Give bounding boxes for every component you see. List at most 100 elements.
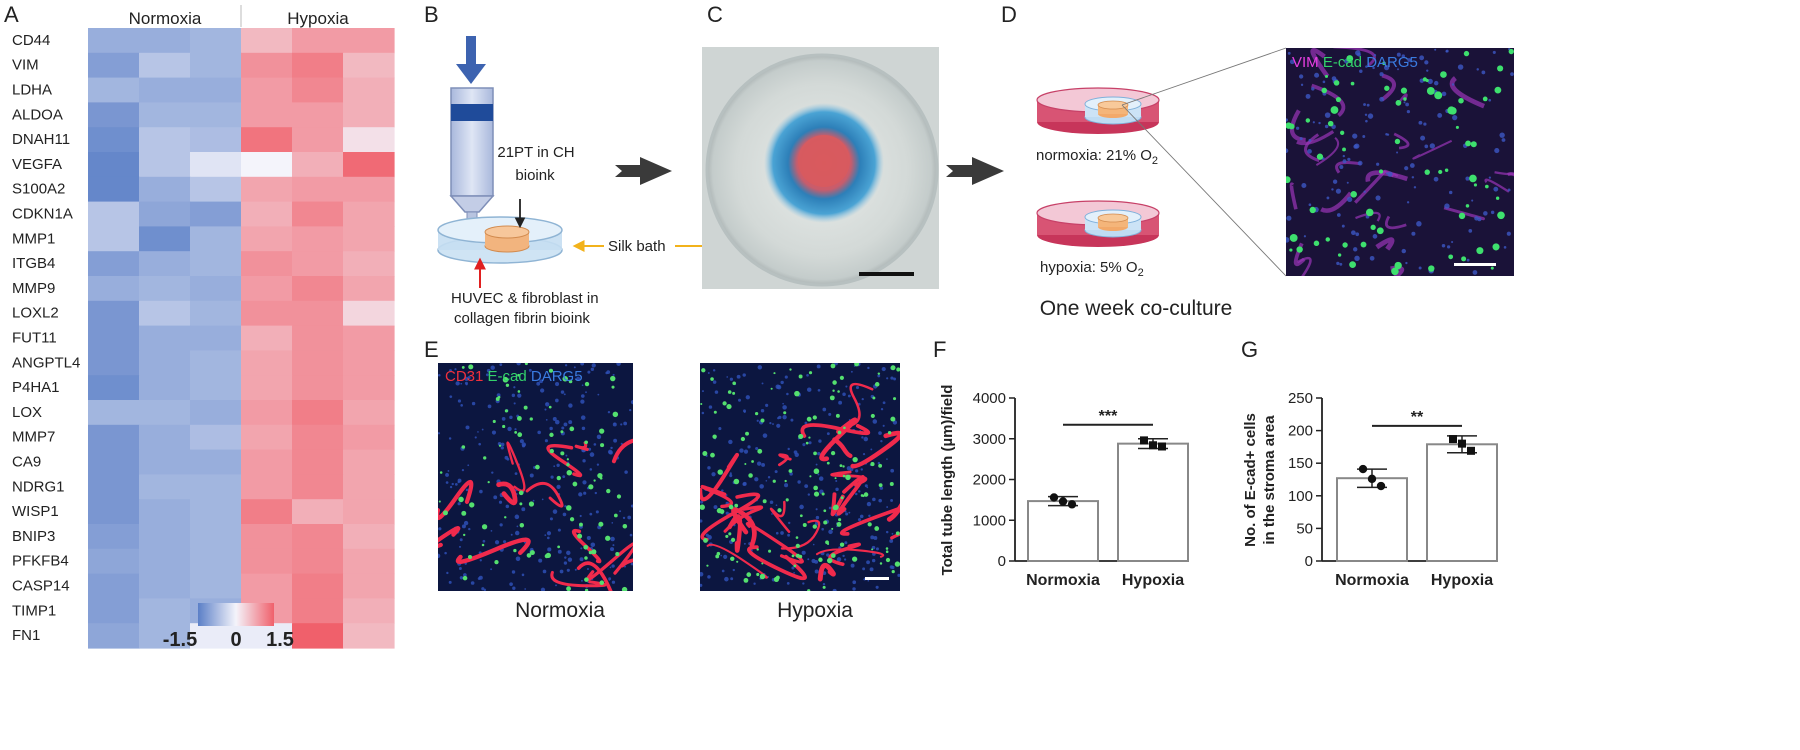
texture xyxy=(879,486,884,490)
texture xyxy=(857,518,862,522)
texture xyxy=(780,531,784,535)
texture xyxy=(1394,138,1401,145)
texture xyxy=(549,432,554,438)
texture xyxy=(501,417,506,421)
label-huvec: HUVEC & fibroblast in xyxy=(451,290,599,307)
texture xyxy=(1289,59,1295,65)
hypoxia-dish xyxy=(1036,200,1160,247)
significance-label: ** xyxy=(1411,409,1424,426)
heatmap-cell xyxy=(88,276,140,302)
heatmap-cell xyxy=(190,449,242,475)
gene-label: FN1 xyxy=(12,627,40,644)
texture xyxy=(566,462,570,467)
heatmap xyxy=(88,28,395,649)
texture xyxy=(566,586,571,591)
heatmap-cell xyxy=(343,226,395,252)
texture xyxy=(1365,170,1408,183)
texture xyxy=(1494,148,1500,154)
texture xyxy=(459,538,463,542)
texture xyxy=(552,417,557,421)
texture xyxy=(1506,231,1511,236)
texture xyxy=(493,495,498,500)
texture xyxy=(720,554,723,557)
heatmap-cell xyxy=(343,424,395,451)
texture xyxy=(1494,171,1514,176)
texture xyxy=(502,424,506,429)
texture xyxy=(701,390,704,393)
texture xyxy=(1339,164,1344,170)
texture xyxy=(886,506,889,508)
texture xyxy=(747,545,807,581)
texture xyxy=(517,390,521,393)
heatmap-cell xyxy=(241,474,293,500)
texture xyxy=(1305,93,1311,99)
texture xyxy=(738,398,742,402)
heatmap-cell xyxy=(139,300,191,327)
texture xyxy=(808,436,811,439)
texture xyxy=(887,431,892,435)
texture xyxy=(555,584,557,587)
texture xyxy=(1379,72,1384,77)
heatmap-cell xyxy=(190,226,242,252)
texture xyxy=(460,382,463,385)
texture xyxy=(787,447,790,451)
texture xyxy=(1501,138,1506,142)
texture xyxy=(438,526,461,549)
texture xyxy=(1406,109,1411,114)
texture xyxy=(789,472,793,476)
texture xyxy=(761,562,764,565)
texture xyxy=(611,438,633,464)
texture xyxy=(782,402,784,405)
heatmap-cell xyxy=(343,375,395,401)
panel-label-b: B xyxy=(424,2,439,27)
heatmap-cell xyxy=(190,573,242,599)
texture xyxy=(1476,247,1484,255)
heatmap-cell xyxy=(190,300,242,327)
heatmap-cell xyxy=(343,623,395,649)
heatmap-cell xyxy=(190,77,242,103)
texture xyxy=(765,479,768,482)
texture xyxy=(1355,211,1381,222)
texture xyxy=(1409,163,1415,168)
texture xyxy=(832,380,837,385)
texture xyxy=(611,564,615,568)
texture xyxy=(1423,122,1427,126)
bar xyxy=(1336,477,1408,563)
heatmap-cell xyxy=(343,77,395,103)
texture xyxy=(757,365,763,370)
texture xyxy=(1440,71,1447,78)
texture xyxy=(852,556,858,562)
heatmap-cell xyxy=(343,176,395,203)
texture xyxy=(438,553,441,559)
texture xyxy=(562,512,567,517)
texture xyxy=(605,535,611,541)
texture xyxy=(1490,266,1494,270)
texture xyxy=(840,496,844,500)
texture xyxy=(847,394,851,398)
texture xyxy=(828,529,833,535)
texture xyxy=(1312,121,1315,124)
heatmap-cell xyxy=(190,524,242,550)
texture xyxy=(1418,120,1423,125)
texture xyxy=(582,459,586,463)
texture xyxy=(1333,48,1376,67)
heatmap-cell xyxy=(241,201,293,227)
texture xyxy=(1376,162,1380,166)
texture xyxy=(509,582,513,586)
texture xyxy=(569,426,575,432)
texture xyxy=(725,511,729,515)
texture xyxy=(836,557,842,562)
gene-label: FUT11 xyxy=(12,329,57,346)
texture xyxy=(793,564,797,568)
texture xyxy=(877,374,881,378)
group-label-hypoxia: Hypoxia xyxy=(287,9,349,28)
heatmap-cell xyxy=(241,400,293,426)
heatmap-cell xyxy=(139,449,191,475)
texture xyxy=(521,507,526,512)
texture xyxy=(769,500,774,504)
texture xyxy=(743,542,746,545)
texture xyxy=(1412,139,1453,160)
texture xyxy=(1465,140,1471,147)
texture xyxy=(610,547,615,552)
texture xyxy=(849,382,874,427)
